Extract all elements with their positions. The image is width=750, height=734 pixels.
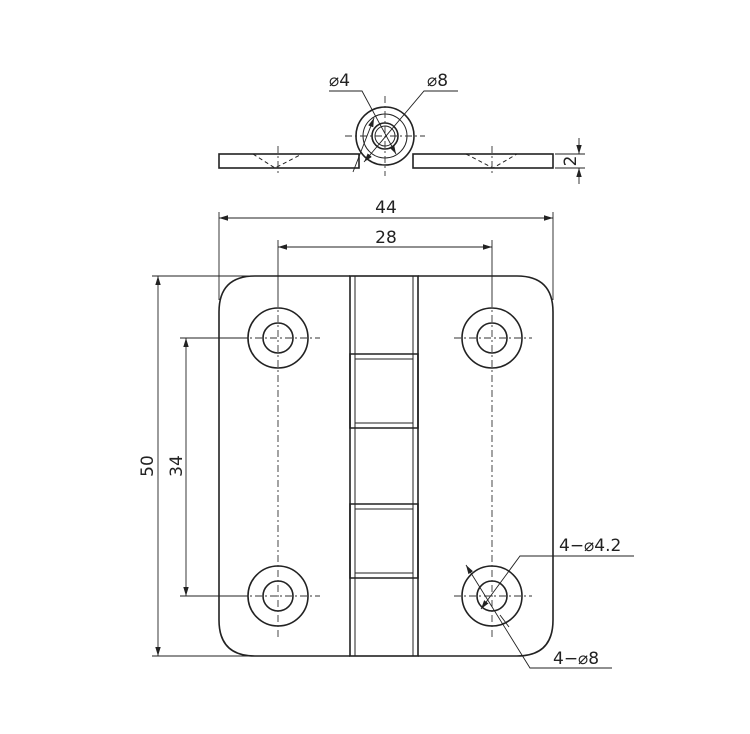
- top-view-leaf-right: [412, 153, 554, 169]
- knuckle-segment-upper: [349, 353, 419, 429]
- top-view-countersink-left: [252, 153, 303, 169]
- pin-diameter-leader: [329, 90, 397, 155]
- right-leaf-outline: [418, 275, 554, 657]
- overall-height-label: 50: [138, 455, 158, 477]
- hole-top-right: [461, 307, 523, 369]
- dimensions: 44 28 50 34 4−⌀4.2 4−⌀8: [138, 198, 634, 669]
- knuckle-diameter-leader: [363, 90, 458, 163]
- front-view: [218, 275, 554, 657]
- pin-diameter-leader-tail: [352, 117, 375, 173]
- hole-spacing-x-label: 28: [375, 228, 397, 248]
- top-view: ⌀4 ⌀8 2: [218, 71, 585, 184]
- hole-callout-leader: [480, 555, 634, 610]
- knuckle-strip: [349, 275, 419, 657]
- left-leaf-outline: [218, 275, 350, 657]
- pin-diameter-label: ⌀4: [329, 71, 350, 91]
- countersink-callout-leader: [465, 564, 612, 669]
- knuckle-segment-lower: [349, 503, 419, 579]
- hole-callout-label: 4−⌀4.2: [559, 536, 621, 556]
- countersink-callout-label: 4−⌀8: [553, 649, 599, 669]
- top-view-leaf-left: [218, 153, 360, 169]
- knuckle-diameter-label: ⌀8: [427, 71, 448, 91]
- thickness-label: 2: [561, 156, 581, 167]
- overall-width-label: 44: [375, 198, 397, 218]
- countersink-callout-tick: [499, 614, 510, 628]
- hole-spacing-y-label: 34: [167, 455, 187, 477]
- top-view-countersink-right: [465, 153, 518, 169]
